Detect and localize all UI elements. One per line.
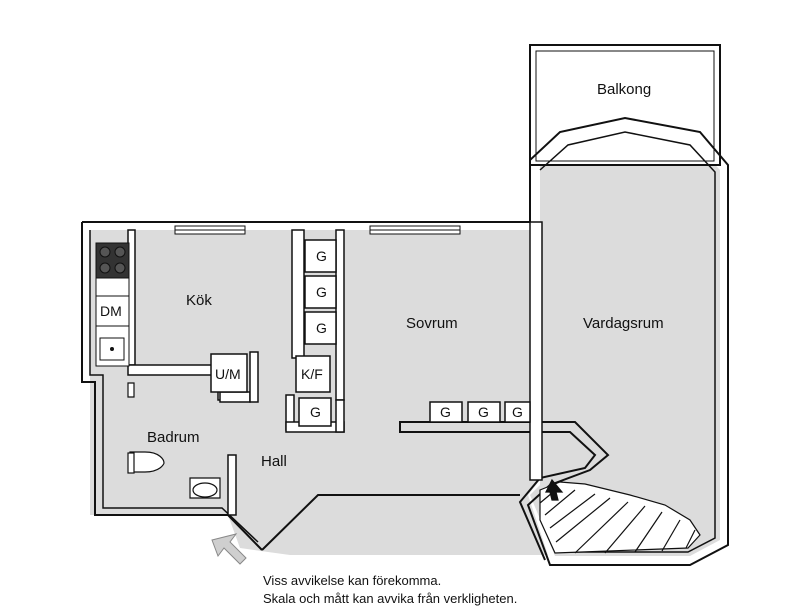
wardrobe-label: G — [478, 404, 489, 420]
bathroom-fixtures — [127, 382, 221, 499]
room-label-badrum: Badrum — [147, 429, 200, 446]
stair-arrow-icon — [545, 478, 564, 501]
wardrobe-label: G — [316, 284, 327, 300]
windows — [174, 225, 461, 235]
wardrobe-unit — [304, 311, 337, 345]
fridge-freezer-unit — [295, 355, 331, 393]
room-label-balkong: Balkong — [597, 81, 651, 98]
toilet-icon — [129, 451, 165, 473]
wardrobe-unit — [298, 397, 332, 427]
wardrobe-unit — [429, 401, 463, 423]
dishwasher-label: DM — [100, 303, 122, 319]
room-label-hall: Hall — [261, 453, 287, 470]
entrance-arrow-icon — [211, 533, 247, 565]
towel-rail-icon — [127, 382, 135, 398]
disclaimer: Viss avvikelse kan förekomma. Skala och … — [263, 572, 517, 608]
disclaimer-line-1: Viss avvikelse kan förekomma. — [263, 573, 442, 588]
wardrobe-label: G — [316, 320, 327, 336]
wardrobe-label: G — [512, 404, 523, 420]
stove-icon — [95, 242, 130, 279]
wardrobe-unit — [467, 401, 501, 423]
fridge-freezer-label: K/F — [301, 366, 323, 382]
kitchen-units — [95, 242, 130, 367]
laundry-unit — [210, 353, 248, 393]
room-label-sovrum: Sovrum — [406, 315, 458, 332]
wardrobe-unit — [304, 239, 337, 273]
room-label-vardagsrum: Vardagsrum — [583, 315, 664, 332]
wardrobe-unit — [304, 275, 337, 309]
wardrobe-label: G — [316, 248, 327, 264]
floor-fill — [90, 126, 720, 556]
laundry-label: U/M — [215, 366, 241, 382]
disclaimer-line-2: Skala och mått kan avvika från verklighe… — [263, 591, 518, 606]
wardrobe-label: G — [310, 404, 321, 420]
staircase — [539, 478, 701, 554]
room-label-kok: Kök — [186, 292, 212, 309]
wardrobes — [298, 239, 531, 427]
wardrobe-label: G — [440, 404, 451, 420]
wardrobe-unit — [504, 401, 531, 423]
